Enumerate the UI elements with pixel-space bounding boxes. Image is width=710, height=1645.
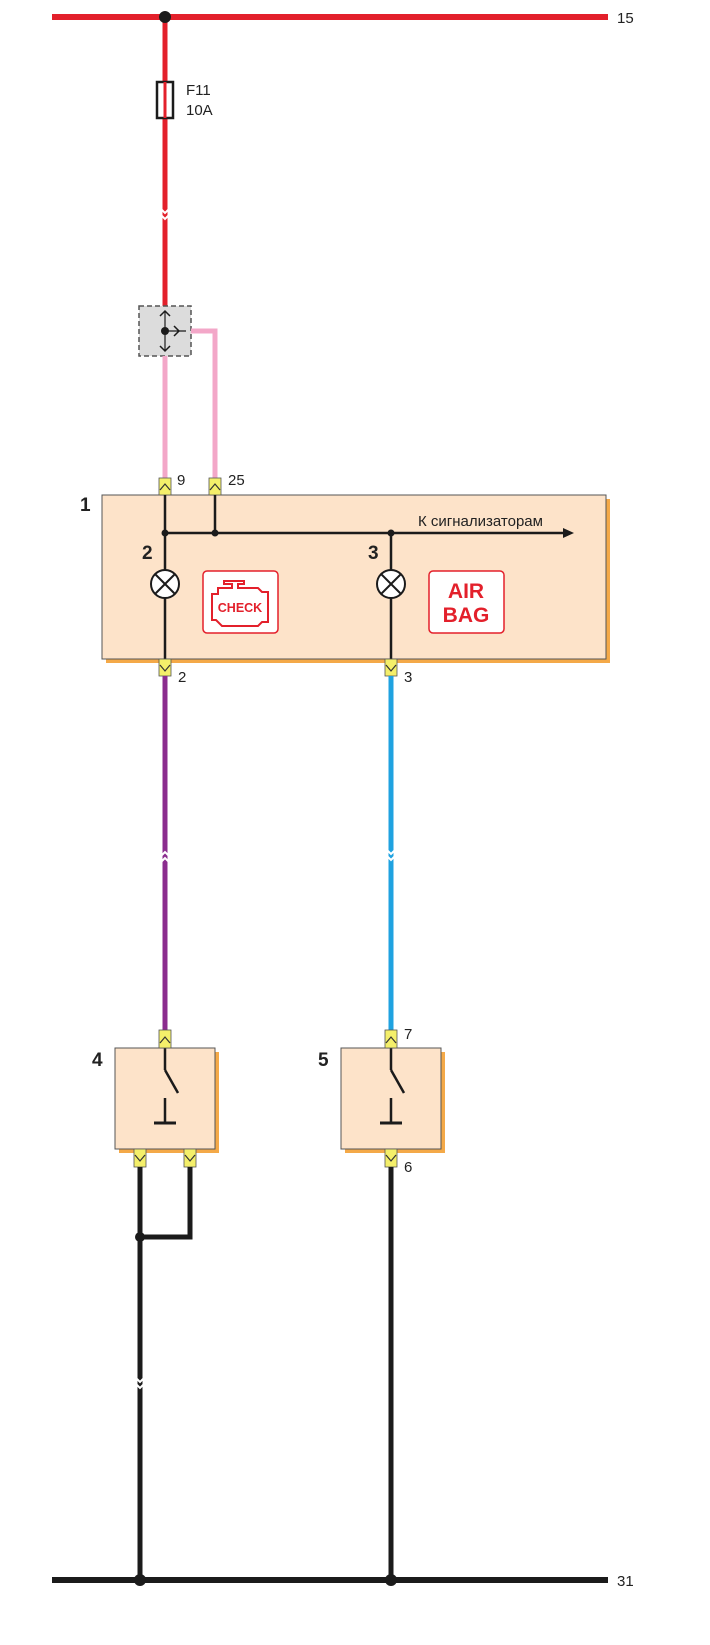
switch-5: [340, 1047, 445, 1153]
switch-5-connector-bottom: [384, 1148, 398, 1168]
direction-chevron-icon: [158, 206, 172, 221]
fuse-f11: [155, 80, 175, 120]
pin-label-2: 2: [178, 669, 186, 686]
switch-5-pin-top: 7: [404, 1026, 412, 1043]
check-engine-text: CHECK: [218, 601, 262, 615]
ground-wire-switch-4-loop: [140, 1167, 193, 1240]
fuse-rating: 10A: [186, 102, 213, 119]
fuse-name: F11: [186, 82, 211, 99]
connector-pin-3: [384, 658, 398, 677]
lamp-2-number: 2: [142, 543, 153, 564]
switch-5-number: 5: [318, 1050, 329, 1071]
connector-pin-9: [158, 477, 172, 496]
lamp-2: [150, 569, 180, 599]
ground-rail-junction-dot: [385, 1574, 397, 1586]
lamp-3-number: 3: [368, 543, 379, 564]
splice-block: [138, 305, 192, 357]
ground-rail-junction-dot: [134, 1574, 146, 1586]
check-engine-icon: CHECK: [202, 570, 279, 634]
pin-label-9: 9: [177, 472, 185, 489]
rail-top-label: 15: [617, 10, 634, 27]
airbag-text-line1: AIR: [448, 580, 484, 603]
switch-5-connector-top: [384, 1029, 398, 1049]
ground-junction-dot: [135, 1232, 145, 1242]
airbag-text-line2: BAG: [443, 604, 490, 627]
switch-4-connector-top: [158, 1029, 172, 1049]
connector-pin-2: [158, 658, 172, 677]
bus-arrow-icon: [563, 528, 574, 538]
switch-4: [114, 1047, 219, 1153]
pink-wire-25: [191, 328, 218, 478]
direction-chevron-icon: [158, 850, 172, 865]
module-number: 1: [80, 495, 91, 516]
pin-label-3: 3: [404, 669, 412, 686]
bus-label: К сигнализаторам: [418, 513, 543, 530]
switch-5-pin-bottom: 6: [404, 1159, 412, 1176]
bus-junction-dot: [161, 529, 169, 537]
direction-chevron-icon: [133, 1375, 147, 1390]
switch-4-number: 4: [92, 1050, 103, 1071]
bus-junction-dot: [211, 529, 219, 537]
direction-chevron-icon: [384, 847, 398, 862]
rail-bottom-label: 31: [617, 1573, 634, 1590]
pin-label-25: 25: [228, 472, 245, 489]
lamp-3: [376, 569, 406, 599]
airbag-icon: AIR BAG: [428, 570, 505, 634]
connector-pin-25: [208, 477, 222, 496]
rail-junction-dot: [159, 11, 171, 23]
switch-4-connector-bottom-right: [183, 1148, 197, 1168]
module-1: [101, 494, 610, 663]
switch-4-connector-bottom-left: [133, 1148, 147, 1168]
